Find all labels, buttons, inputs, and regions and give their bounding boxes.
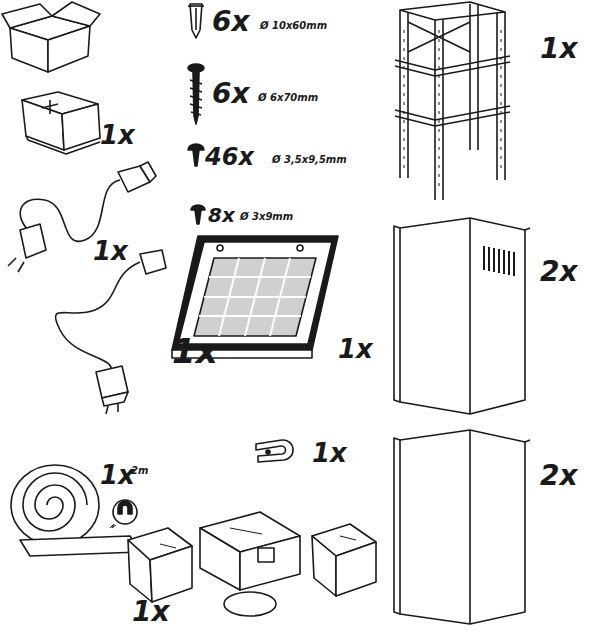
quantity-label: 6x: [212, 80, 250, 108]
small-screw: [191, 205, 205, 224]
wood-screw: [188, 64, 204, 124]
small-screw: [188, 144, 204, 166]
size-label: Ø 3x9mm: [240, 212, 293, 222]
eu-power-cable: [8, 162, 156, 272]
quantity-label: 1x: [312, 440, 347, 466]
size-label: Ø 3,5x9,5mm: [272, 155, 347, 165]
quantity-label: 1x: [132, 598, 170, 626]
quantity-label: 1x: [540, 35, 578, 63]
quantity-label: 1x: [100, 462, 135, 488]
size-label: Ø 6x70mm: [258, 93, 318, 103]
quantity-label: 2x: [540, 462, 578, 490]
lower-chimney-panel: [394, 430, 530, 624]
quantity-label: 46x: [205, 145, 254, 169]
upper-chimney-panel: [394, 218, 530, 414]
cable-clip: [256, 440, 293, 462]
wall-plug: [188, 4, 204, 38]
quantity-label: 1x: [338, 336, 373, 362]
manual-sheets: [22, 92, 100, 154]
quantity-label: 8x: [208, 205, 235, 225]
quantity-label: 6x: [212, 8, 250, 36]
size-label: 2m: [131, 466, 148, 476]
quantity-label: 2x: [540, 258, 578, 286]
quantity-label: 1x: [100, 122, 135, 148]
carton-box: [2, 2, 100, 72]
size-label: Ø 10x60mm: [260, 21, 327, 31]
quantity-label: 1x: [172, 334, 218, 368]
support-frame: [395, 2, 510, 200]
quantity-label: 1x: [93, 238, 128, 264]
uk-power-cable: [55, 250, 166, 414]
